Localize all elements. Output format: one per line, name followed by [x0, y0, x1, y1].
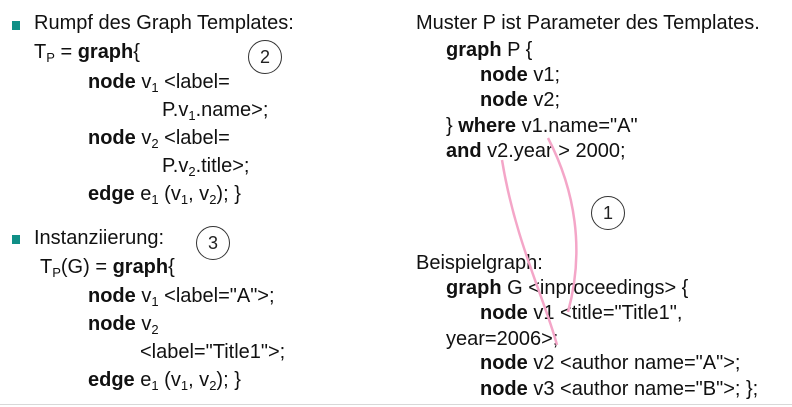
arrow-v1-mapping [546, 137, 578, 313]
pattern-node-v1-line: node v1; [480, 64, 561, 86]
tpg-definition-line: TP(G) = graph{ [40, 256, 175, 280]
graph-g-line: graph G <inproceedings> { [446, 277, 689, 299]
and-clause-line: and v2.year > 2000; [446, 140, 626, 162]
example-node-v1-line: node v1 <title="Title1", [480, 302, 683, 324]
muster-heading: Muster P ist Parameter des Templates. [416, 12, 760, 34]
inst-node-v1-line: node v1 <label="A">; [88, 285, 275, 309]
graph-p-line: graph P { [446, 39, 533, 61]
example-node-v2-line: node v2 <author name="A">; [480, 352, 741, 374]
node-v1-label-line: node v1 <label= [88, 71, 230, 95]
inst-node-v2-line: node v2 [88, 313, 159, 337]
node-v2-label-line: node v2 <label= [88, 127, 230, 151]
where-clause-line: } where v1.name="A" [446, 115, 638, 137]
inst-edge-e1-line: edge e1 (v1, v2); } [88, 369, 241, 393]
arrow-v2-mapping [500, 159, 559, 346]
example-year-line: year=2006>; [446, 328, 559, 350]
pv1-name-line: P.v1.name>; [162, 99, 269, 123]
edge-e1-line: edge e1 (v1, v2); } [88, 183, 241, 207]
inst-label-title1-line: <label="Title1">; [140, 341, 286, 363]
bottom-divider [0, 404, 792, 405]
heading-instanziierung: Instanziierung: [34, 227, 165, 249]
bullet-2 [12, 235, 20, 244]
pattern-node-v2-line: node v2; [480, 89, 561, 111]
step-circle-1: 1 [591, 196, 625, 230]
step-circle-2: 2 [248, 40, 282, 74]
pv2-title-line: P.v2.title>; [162, 155, 250, 179]
tp-definition-line: TP = graph{ [34, 41, 140, 65]
example-node-v3-line: node v3 <author name="B">; }; [480, 378, 759, 400]
heading-rumpf: Rumpf des Graph Templates: [34, 12, 294, 34]
step-circle-3: 3 [196, 226, 230, 260]
bullet-1 [12, 21, 20, 30]
beispielgraph-heading: Beispielgraph: [416, 252, 543, 274]
